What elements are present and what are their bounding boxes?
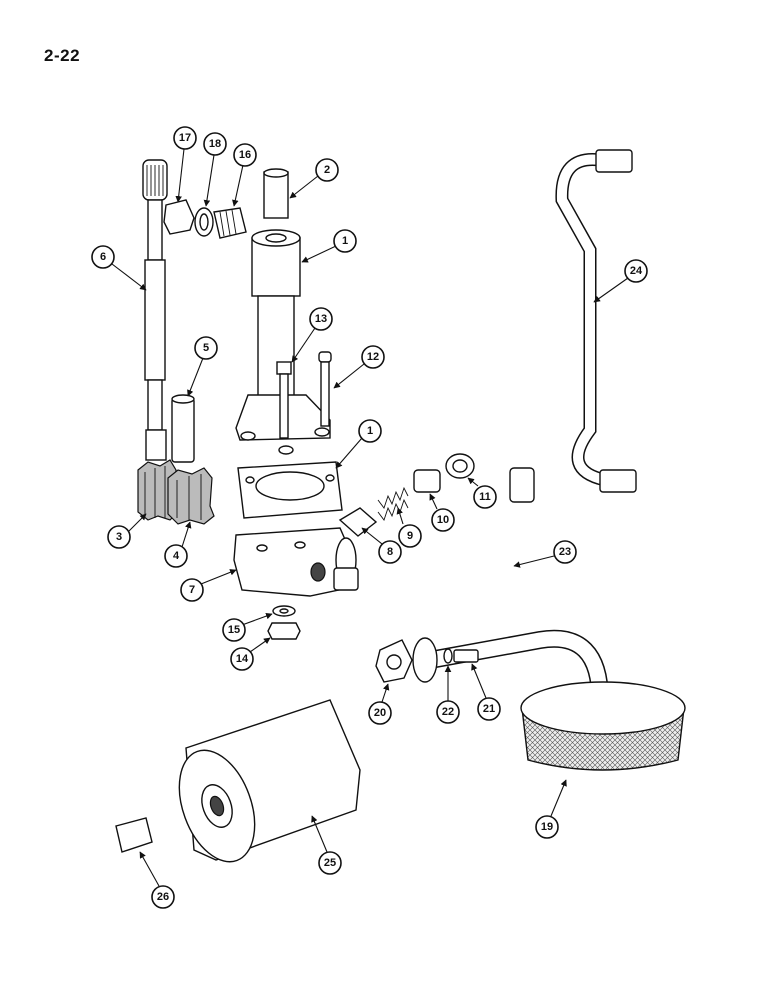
callout-6: 6: [91, 245, 147, 291]
callout-number: 25: [324, 857, 336, 869]
callout-2: 2: [289, 158, 339, 199]
callout-number: 11: [479, 491, 491, 503]
callout-number: 22: [442, 706, 454, 718]
callout-10: 10: [429, 493, 455, 532]
callout-7: 7: [180, 569, 237, 602]
union-fitting: [163, 199, 195, 235]
bolt-washer: [443, 648, 453, 664]
callout-number: 1: [367, 425, 373, 437]
callout-number: 15: [228, 624, 240, 636]
callout-number: 19: [541, 821, 553, 833]
relief-plunger: [338, 507, 378, 537]
delivery-pipe: [333, 467, 535, 598]
hex-nut: [267, 622, 301, 640]
oil-filter: [178, 699, 361, 863]
callout-13: 13: [291, 307, 333, 363]
callout-18: 18: [203, 132, 227, 207]
callout-number: 18: [209, 138, 221, 150]
callout-number: 7: [189, 584, 195, 596]
relief-cap: [445, 453, 475, 479]
callout-number: 24: [630, 265, 643, 277]
callout-number: 10: [437, 514, 449, 526]
callout-19: 19: [535, 779, 567, 839]
callout-number: 23: [559, 546, 571, 558]
callout-22: 22: [436, 665, 460, 724]
callout-17: 17: [173, 126, 197, 203]
callout-24: 24: [593, 259, 648, 303]
callout-number: 17: [179, 132, 191, 144]
callout-11: 11: [467, 477, 497, 509]
callout-number: 16: [239, 149, 251, 161]
callout-number: 4: [173, 550, 180, 562]
pump-cover: [233, 527, 357, 597]
callout-16: 16: [232, 143, 257, 207]
callout-20: 20: [368, 683, 392, 725]
callout-number: 2: [324, 164, 330, 176]
callout-23: 23: [513, 540, 577, 568]
callout-15: 15: [222, 612, 273, 642]
callout-3: 3: [107, 513, 147, 549]
page-number: 2-22: [44, 46, 81, 65]
gear-housing: [237, 461, 343, 519]
callout-26: 26: [139, 851, 175, 909]
filter-adapter: [115, 817, 153, 853]
callout-number: 5: [203, 342, 209, 354]
callout-1b: 1: [335, 419, 382, 469]
relief-spring: [377, 486, 409, 521]
callout-1a: 1: [301, 229, 357, 263]
callout-number: 3: [116, 531, 122, 543]
callout-5: 5: [187, 336, 218, 397]
callout-number: 14: [236, 653, 249, 665]
return-pipe: [555, 149, 637, 493]
flange-gasket: [375, 639, 413, 683]
callout-9: 9: [396, 507, 422, 548]
bolt: [276, 361, 292, 439]
callout-number: 21: [483, 703, 495, 715]
strainer: [520, 681, 686, 771]
sleeve: [263, 168, 289, 219]
callout-number: 6: [100, 251, 106, 263]
callout-14: 14: [230, 637, 271, 671]
relief-plug: [413, 469, 441, 493]
stud: [318, 351, 332, 427]
callout-12: 12: [333, 345, 385, 389]
callout-number: 1: [342, 235, 348, 247]
callout-number: 12: [367, 351, 379, 363]
lock-washer: [272, 605, 296, 617]
callout-number: 13: [315, 313, 327, 325]
callout-21: 21: [471, 663, 501, 721]
sealing-washer: [194, 207, 214, 237]
callout-number: 26: [157, 891, 169, 903]
drive-shaft: [142, 159, 168, 461]
callout-25: 25: [311, 815, 342, 875]
callout-8: 8: [361, 527, 402, 564]
threaded-adapter: [213, 207, 247, 239]
callout-4: 4: [164, 521, 192, 568]
callout-number: 20: [374, 707, 386, 719]
flange-bolt: [453, 649, 479, 663]
driven-gear: [167, 467, 215, 525]
callout-number: 8: [387, 546, 393, 558]
callout-number: 9: [407, 530, 413, 542]
idler-shaft: [171, 394, 195, 463]
